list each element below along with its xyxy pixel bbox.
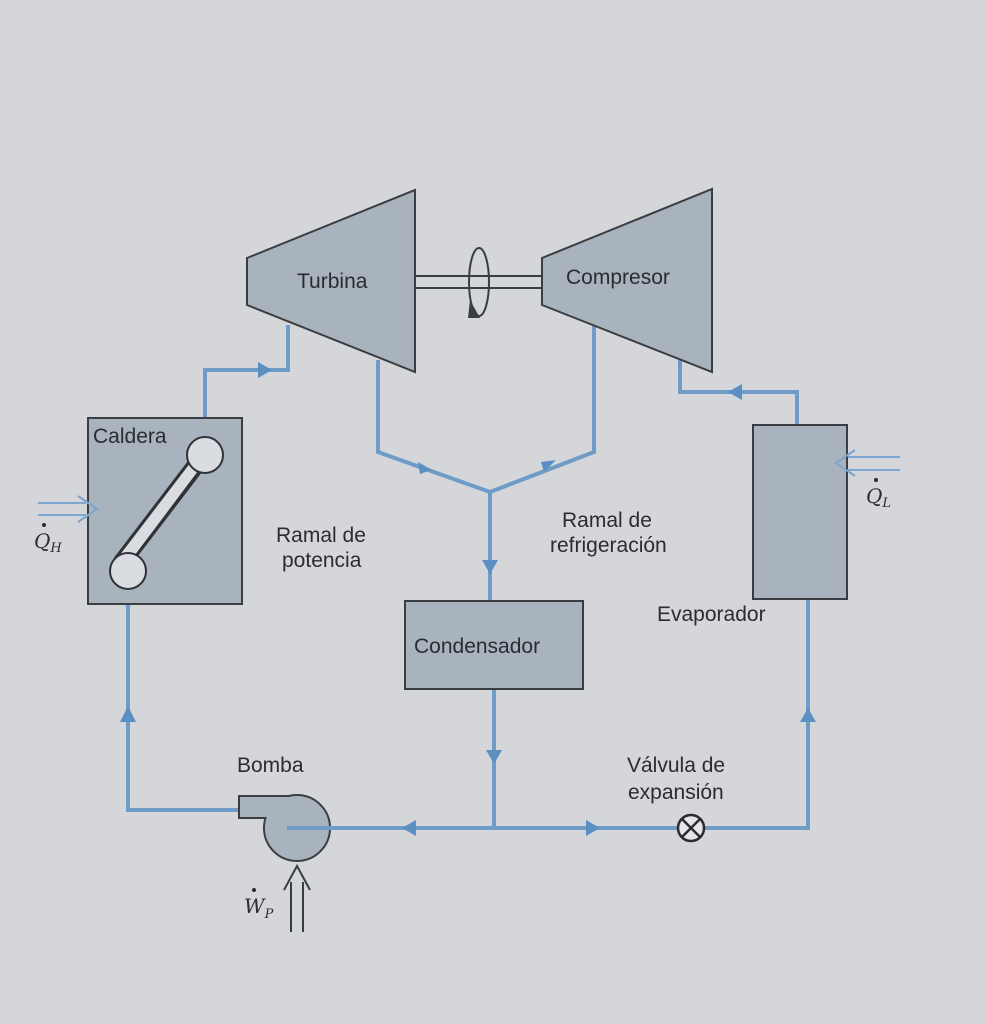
power-branch-label: Ramal de potencia (276, 524, 372, 572)
arrow-to-turbine (258, 362, 272, 378)
heat-evap-symbol: QL (866, 484, 891, 511)
pump-work-symbol: WP (244, 894, 274, 922)
arrow-bottom-right (586, 820, 600, 836)
arrow-up-boiler (120, 706, 136, 722)
pipe-turbine-to-junction (376, 360, 491, 494)
compressor-label: Compresor (566, 266, 670, 289)
compressor (541, 187, 713, 374)
pipe-boiler-to-turbine (203, 325, 290, 437)
arrow-up-evaporator (800, 708, 816, 722)
condenser (404, 600, 584, 690)
arrow-condenser-out (486, 750, 502, 764)
pump-work-arrow-icon (283, 863, 311, 932)
arrow-to-compressor (728, 384, 742, 400)
turbine (246, 188, 416, 374)
boiler-label: Caldera (93, 425, 167, 448)
pump-label: Bomba (237, 754, 304, 777)
arrow-bottom-left (402, 820, 416, 836)
pump-icon (238, 794, 333, 862)
turbine-label: Turbina (297, 270, 368, 293)
heat-in-arrow-icon (38, 495, 99, 523)
flow-arrows (120, 362, 816, 836)
pump-work-dot (252, 888, 256, 892)
arrow-compressor-exhaust (541, 460, 556, 472)
heat-evap-dot (874, 478, 878, 482)
condenser-label: Condensador (414, 635, 540, 658)
heat-in-symbol: QH (34, 529, 62, 556)
heat-evap-arrow-icon (834, 449, 900, 477)
arrow-into-condenser (482, 560, 498, 574)
evaporator (752, 424, 848, 600)
expansion-valve-icon (676, 813, 706, 843)
evaporator-label: Evaporador (657, 603, 766, 626)
boiler-tube-icon (109, 436, 224, 590)
refrigeration-branch-label: Ramal de refrigeración (550, 509, 667, 557)
pipe-compressor-to-junction (489, 325, 596, 494)
rotation-icon (468, 247, 490, 318)
expansion-valve-label: Válvula de expansión (627, 754, 731, 804)
heat-in-dot (42, 523, 46, 527)
arrow-turbine-exhaust (418, 462, 432, 474)
pipe-pump-to-boiler (126, 590, 240, 812)
